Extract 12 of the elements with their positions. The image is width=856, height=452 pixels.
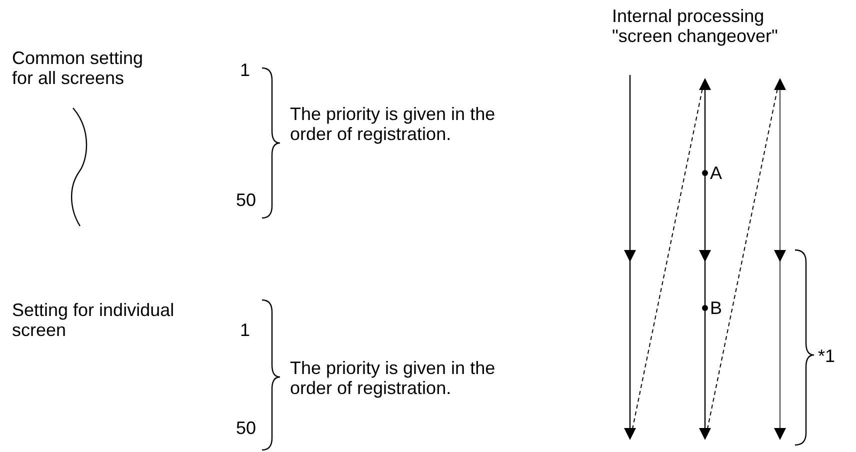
priority-note: The priority is given in the order of registration.	[290, 358, 496, 398]
priority-number: 1	[240, 60, 250, 80]
setting-label: Setting for individual screen	[12, 300, 176, 340]
priority-number: 1	[240, 320, 250, 340]
point-label: B	[710, 298, 722, 318]
point-label: A	[710, 163, 722, 183]
footnote-mark: *1	[818, 346, 836, 366]
priority-number: 50	[236, 418, 256, 438]
heading-text: Internal processing "screen changeover"	[612, 6, 779, 46]
priority-note: The priority is given in the order of registration.	[290, 104, 496, 144]
setting-label: Common setting for all screens	[12, 48, 144, 88]
priority-number: 50	[236, 190, 256, 210]
